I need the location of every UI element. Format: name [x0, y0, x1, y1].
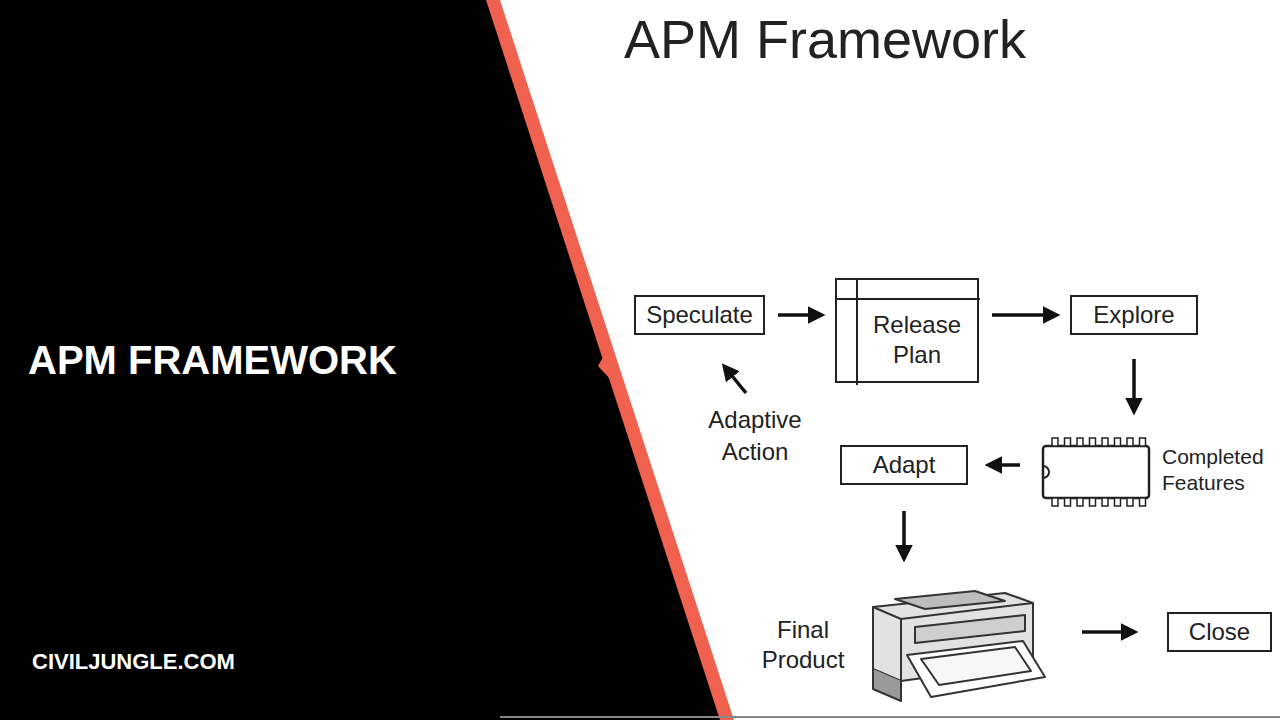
chip-pin — [1102, 498, 1108, 506]
node-text: Speculate — [646, 300, 753, 330]
panel-edge — [500, 716, 1280, 718]
printer-panel — [915, 615, 1025, 643]
flow-arrow — [988, 463, 1020, 467]
flow-arrow — [1132, 359, 1136, 412]
chip-pin — [1127, 438, 1133, 446]
node-label: Final Product — [755, 615, 851, 675]
chip-pin — [1115, 498, 1121, 506]
printer-illustration — [855, 585, 1050, 705]
chip-pin — [1127, 498, 1133, 506]
process-box: Speculate — [634, 295, 765, 335]
chip-pin — [1140, 498, 1146, 506]
node-text: Adapt — [873, 450, 936, 480]
chip-pin — [1077, 498, 1083, 506]
chip-pin — [1140, 438, 1146, 446]
banner-title: APM FRAMEWORK — [28, 338, 397, 383]
chip-pin — [1052, 498, 1058, 506]
flow-arrow — [1082, 630, 1135, 634]
chip-symbol — [1040, 436, 1154, 508]
chip-pin — [1115, 438, 1121, 446]
paper-tray — [907, 641, 1045, 697]
flow-arrow — [992, 313, 1057, 317]
diagram-title: APM Framework — [624, 8, 1026, 70]
flow-arrow — [778, 313, 822, 317]
chip-node: Completed Features — [1040, 436, 1276, 508]
flow-arrow — [902, 511, 906, 559]
paper-sheet — [921, 647, 1031, 685]
red-stripe — [486, 0, 734, 720]
chip-pin — [1090, 498, 1096, 506]
node-label: Completed Features — [1162, 444, 1274, 497]
plan-column-line — [856, 280, 858, 385]
node-text: Close — [1189, 617, 1250, 647]
plan-header-line — [837, 298, 980, 300]
stripe-notch — [598, 352, 611, 380]
printer-slot — [895, 591, 1005, 609]
process-box: Explore — [1070, 295, 1198, 335]
adaptive-arrow — [724, 366, 746, 393]
process-box: Adapt — [840, 445, 968, 485]
node-text: Explore — [1093, 300, 1174, 330]
chip-pin — [1065, 498, 1071, 506]
printer-base — [873, 669, 901, 701]
chip-notch — [1043, 466, 1049, 478]
watermark: CIVILJUNGLE.COM — [32, 649, 235, 675]
chip-pin — [1102, 438, 1108, 446]
annotation: Adaptive Action — [700, 404, 810, 469]
chip-pin — [1052, 438, 1058, 446]
node-text: Release Plan — [862, 310, 972, 370]
process-box: Close — [1167, 612, 1272, 652]
product-node: Final Product — [755, 585, 1050, 705]
chip-pin — [1065, 438, 1071, 446]
chip-pin — [1077, 438, 1083, 446]
printer-front-edge — [900, 619, 902, 681]
plan-box: Release Plan — [835, 278, 979, 383]
chip-pin — [1090, 438, 1096, 446]
chip-body — [1043, 446, 1149, 498]
